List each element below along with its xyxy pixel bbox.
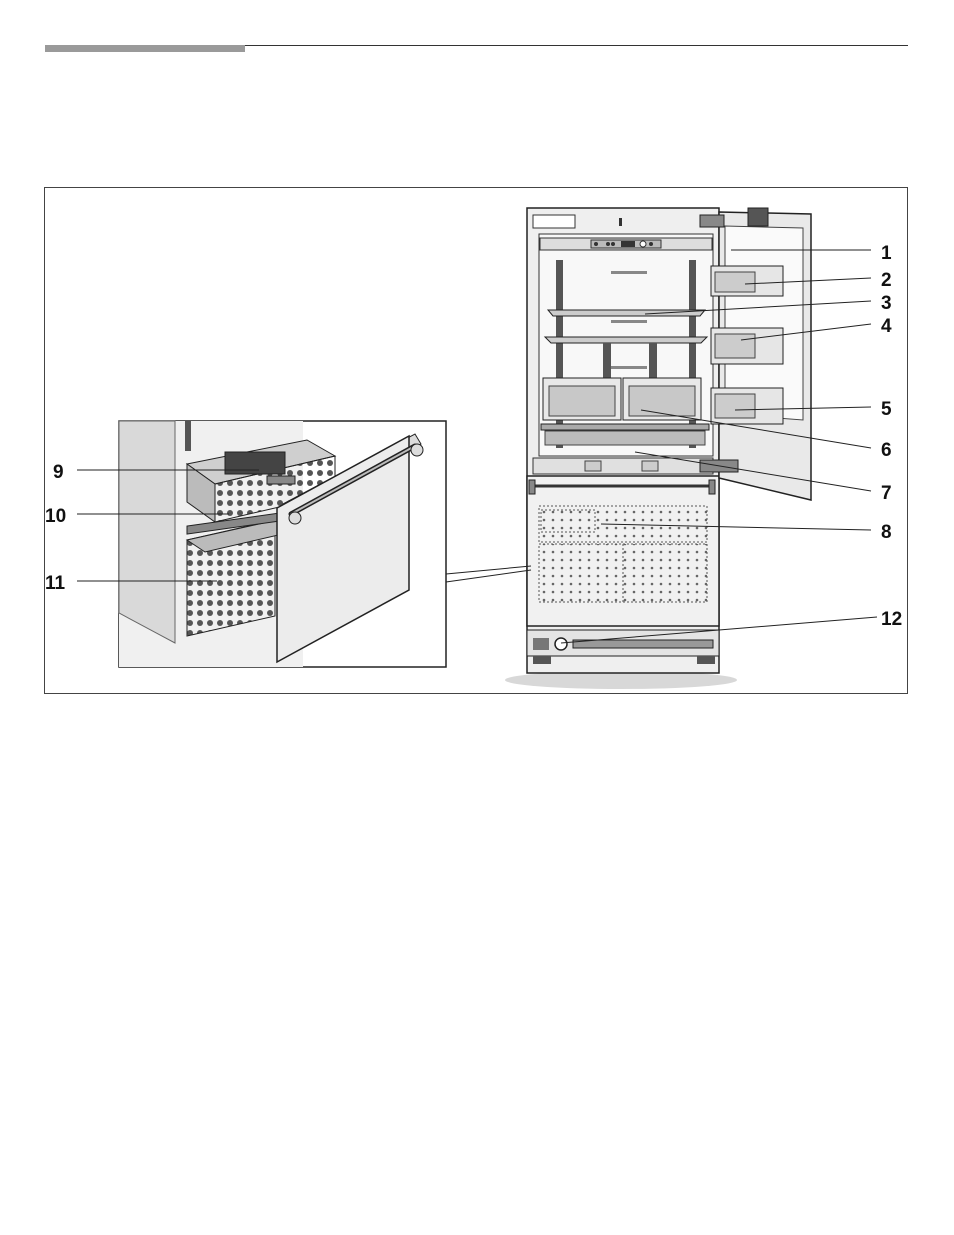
callout-5: 5	[881, 399, 892, 420]
callout-9: 9	[53, 462, 64, 483]
refrigerator-figure: 1 2 3 4 5 6 7 8 9 10 11 12	[44, 187, 908, 694]
callout-1: 1	[881, 243, 892, 264]
callout-3: 3	[881, 293, 892, 314]
freezer-drawer-inset	[119, 421, 531, 667]
header-accent-bar	[45, 45, 245, 52]
callout-11: 11	[45, 573, 66, 594]
callout-4: 4	[881, 316, 892, 337]
callout-12: 12	[881, 609, 902, 630]
callout-2: 2	[881, 270, 892, 291]
refrigerator-illustration: 1 2 3 4 5 6 7 8 9 10 11 12	[45, 188, 909, 695]
callout-8: 8	[881, 522, 892, 543]
callout-7: 7	[881, 483, 892, 504]
refrigerator-main	[505, 208, 737, 689]
callout-10: 10	[45, 506, 66, 527]
callout-6: 6	[881, 440, 892, 461]
